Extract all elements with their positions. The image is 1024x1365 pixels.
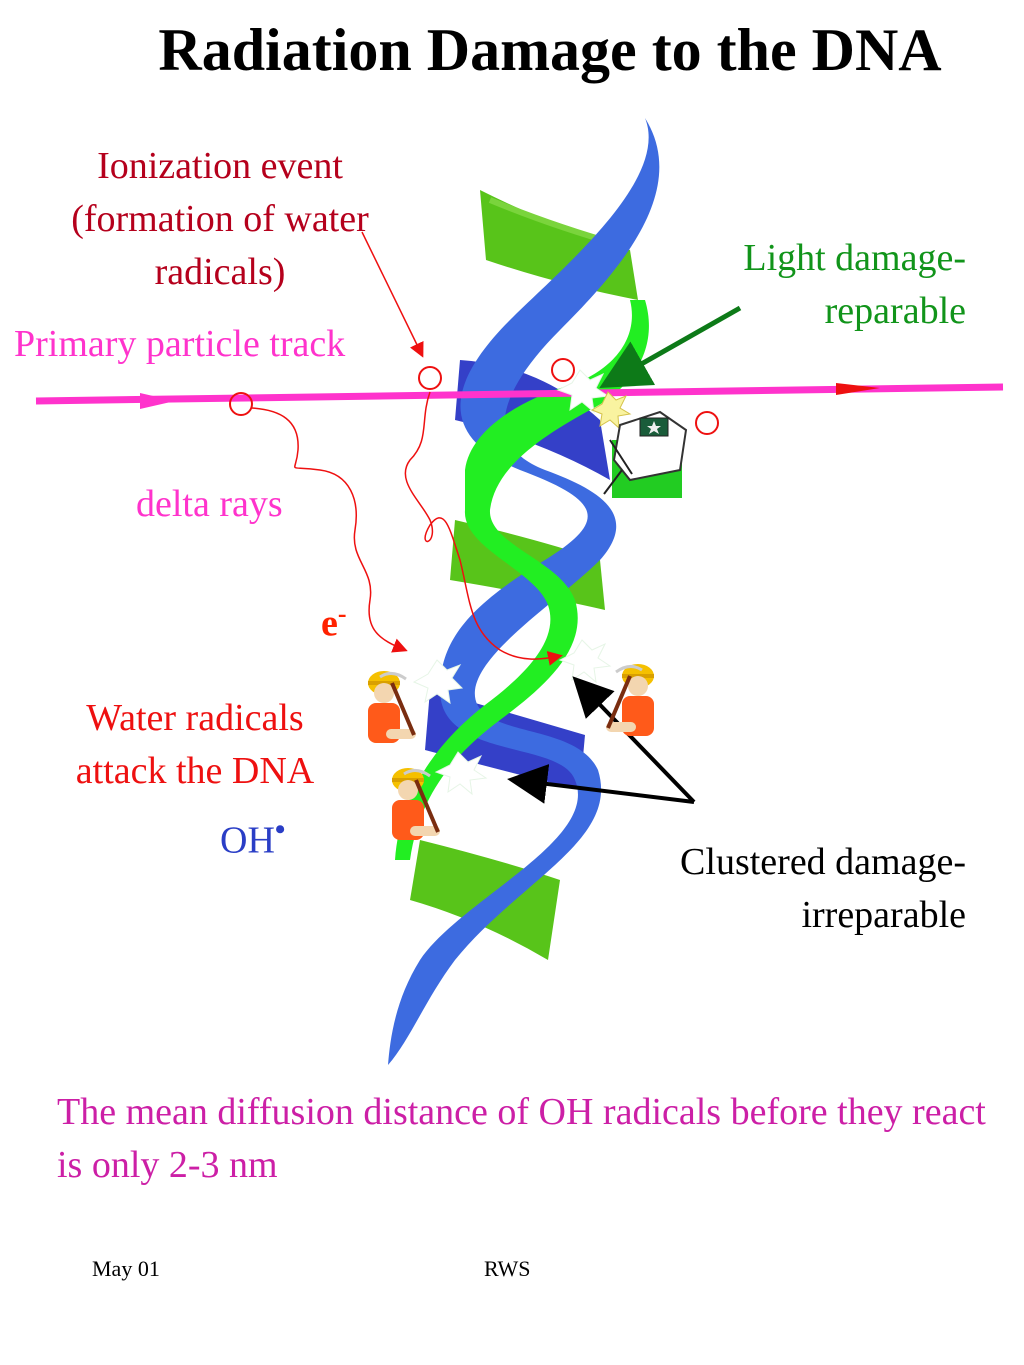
- oh-radical-dot: •: [274, 813, 286, 846]
- clustered-damage-label: Clustered damage- irreparable: [680, 836, 966, 942]
- clustered-damage-arrows: [507, 676, 696, 804]
- oh-radical-label: OH•: [220, 812, 285, 864]
- electron-circle-icon: [695, 411, 719, 435]
- electron-circle-icon: [551, 358, 575, 382]
- delta-ray-paths: [251, 391, 563, 666]
- electron-circle-icon: [229, 392, 253, 416]
- electron-circle-icon: [418, 366, 442, 390]
- primary-track-label: Primary particle track: [14, 323, 346, 365]
- water-radicals-label: Water radicals attack the DNA: [75, 697, 315, 793]
- light-damage-arrow: [599, 305, 742, 388]
- electron-charge: -: [337, 599, 347, 628]
- light-damage-label: Light damage- reparable: [743, 232, 966, 338]
- light-damage-line1: Light damage-: [743, 237, 966, 279]
- footer-author: RWS: [484, 1256, 531, 1281]
- miner-icon: [368, 671, 416, 743]
- clustered-line2: irreparable: [801, 894, 966, 937]
- miner-icon: [392, 768, 440, 840]
- light-damage-line2: reparable: [824, 290, 966, 333]
- delta-rays-label: delta rays: [136, 483, 283, 525]
- footer-date: May 01: [92, 1256, 160, 1281]
- page-title: Radiation Damage to the DNA: [158, 17, 942, 83]
- oh-symbol: OH: [220, 819, 275, 862]
- primary-track: [35, 383, 1004, 409]
- electron-symbol: e: [321, 602, 338, 645]
- diffusion-caption: The mean diffusion distance of OH radica…: [57, 1091, 986, 1187]
- miner-icon: [606, 664, 654, 736]
- electron-label: e-: [321, 598, 347, 647]
- clustered-line1: Clustered damage-: [680, 841, 966, 883]
- dna-blue-strand: [388, 118, 660, 1065]
- ionization-label: Ionization event (formation of water rad…: [71, 145, 369, 294]
- repair-worker-icon: [603, 410, 688, 498]
- ionization-pointer: [361, 231, 424, 358]
- damage-burst-icon: [412, 369, 612, 796]
